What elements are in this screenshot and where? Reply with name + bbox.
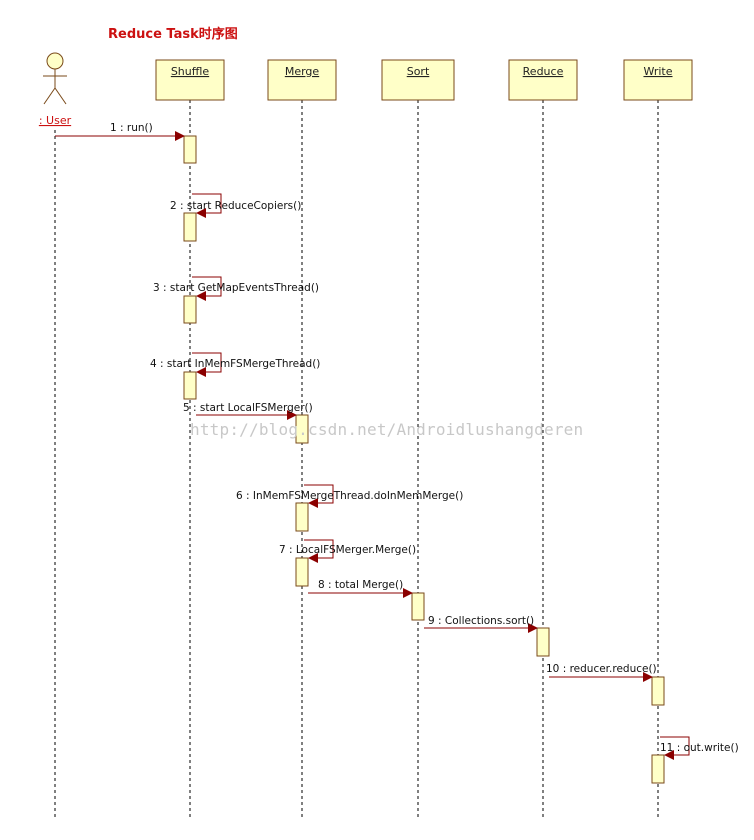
message-label: 1 : run() (110, 122, 153, 134)
message-8: 8 : total Merge() (308, 579, 413, 598)
participant-label-merge: Merge (285, 65, 320, 78)
message-9: 9 : Collections.sort() (424, 615, 538, 633)
message-arrow (304, 484, 334, 508)
message-5: 5 : start LocalFSMerger() (183, 402, 313, 420)
message-label: 7 : LocalFSMerger.Merge() (279, 544, 416, 556)
message-label: 11 : out.write() (660, 742, 739, 754)
message-10: 10 : reducer.reduce() (546, 663, 657, 682)
participant-label-write: Write (643, 65, 672, 78)
participant-box-shuffle (155, 59, 225, 101)
participant-label-shuffle: Shuffle (171, 65, 210, 78)
participant-box-merge (267, 59, 337, 101)
activation-bar (651, 676, 665, 706)
message-4: 4 : start InMemFSMergeThread() (150, 352, 320, 377)
message-arrow (660, 736, 690, 760)
message-arrow (192, 276, 222, 301)
participant-label-reduce: Reduce (523, 65, 564, 78)
activation-bar (651, 754, 665, 784)
actor-head (46, 52, 64, 70)
activation-bar (295, 414, 309, 444)
participant-box-write (623, 59, 693, 101)
message-1: 1 : run() (55, 122, 185, 141)
message-label: 6 : InMemFSMergeThread.doInMemMerge() (236, 490, 463, 502)
activation-bar (183, 212, 197, 242)
message-label: 2 : start ReduceCopiers() (170, 200, 301, 212)
message-3: 3 : start GetMapEventsThread() (153, 276, 319, 301)
message-label: 9 : Collections.sort() (428, 615, 534, 627)
participant-label-sort: Sort (407, 65, 430, 78)
activation-bar (183, 371, 197, 400)
actor-leg-left (43, 87, 56, 105)
message-2: 2 : start ReduceCopiers() (170, 193, 301, 218)
message-arrow (192, 193, 222, 218)
message-arrow (304, 539, 334, 563)
activation-bar (183, 295, 197, 324)
participant-box-reduce (508, 59, 578, 101)
diagram-title: Reduce Task时序图 (108, 27, 238, 42)
activation-bar (295, 502, 309, 532)
activation-bar (536, 627, 550, 657)
message-label: 10 : reducer.reduce() (546, 663, 657, 675)
message-label: 8 : total Merge() (318, 579, 403, 591)
message-label: 4 : start InMemFSMergeThread() (150, 358, 320, 370)
message-arrow (192, 352, 222, 377)
actor-leg-right (54, 87, 67, 105)
activation-bar (295, 557, 309, 587)
message-11: 11 : out.write() (660, 736, 739, 760)
actor-label: : User (39, 114, 72, 127)
message-6: 6 : InMemFSMergeThread.doInMemMerge() (236, 484, 463, 508)
watermark-text: http://blog.csdn.net/Androidlushangderen (190, 420, 584, 439)
stick-figure-icon (43, 52, 67, 105)
activation-bar (411, 592, 425, 621)
message-label: 5 : start LocalFSMerger() (183, 402, 313, 414)
message-label: 3 : start GetMapEventsThread() (153, 282, 319, 294)
activation-bar (183, 135, 197, 164)
participant-box-sort (381, 59, 455, 101)
message-7: 7 : LocalFSMerger.Merge() (279, 539, 416, 563)
